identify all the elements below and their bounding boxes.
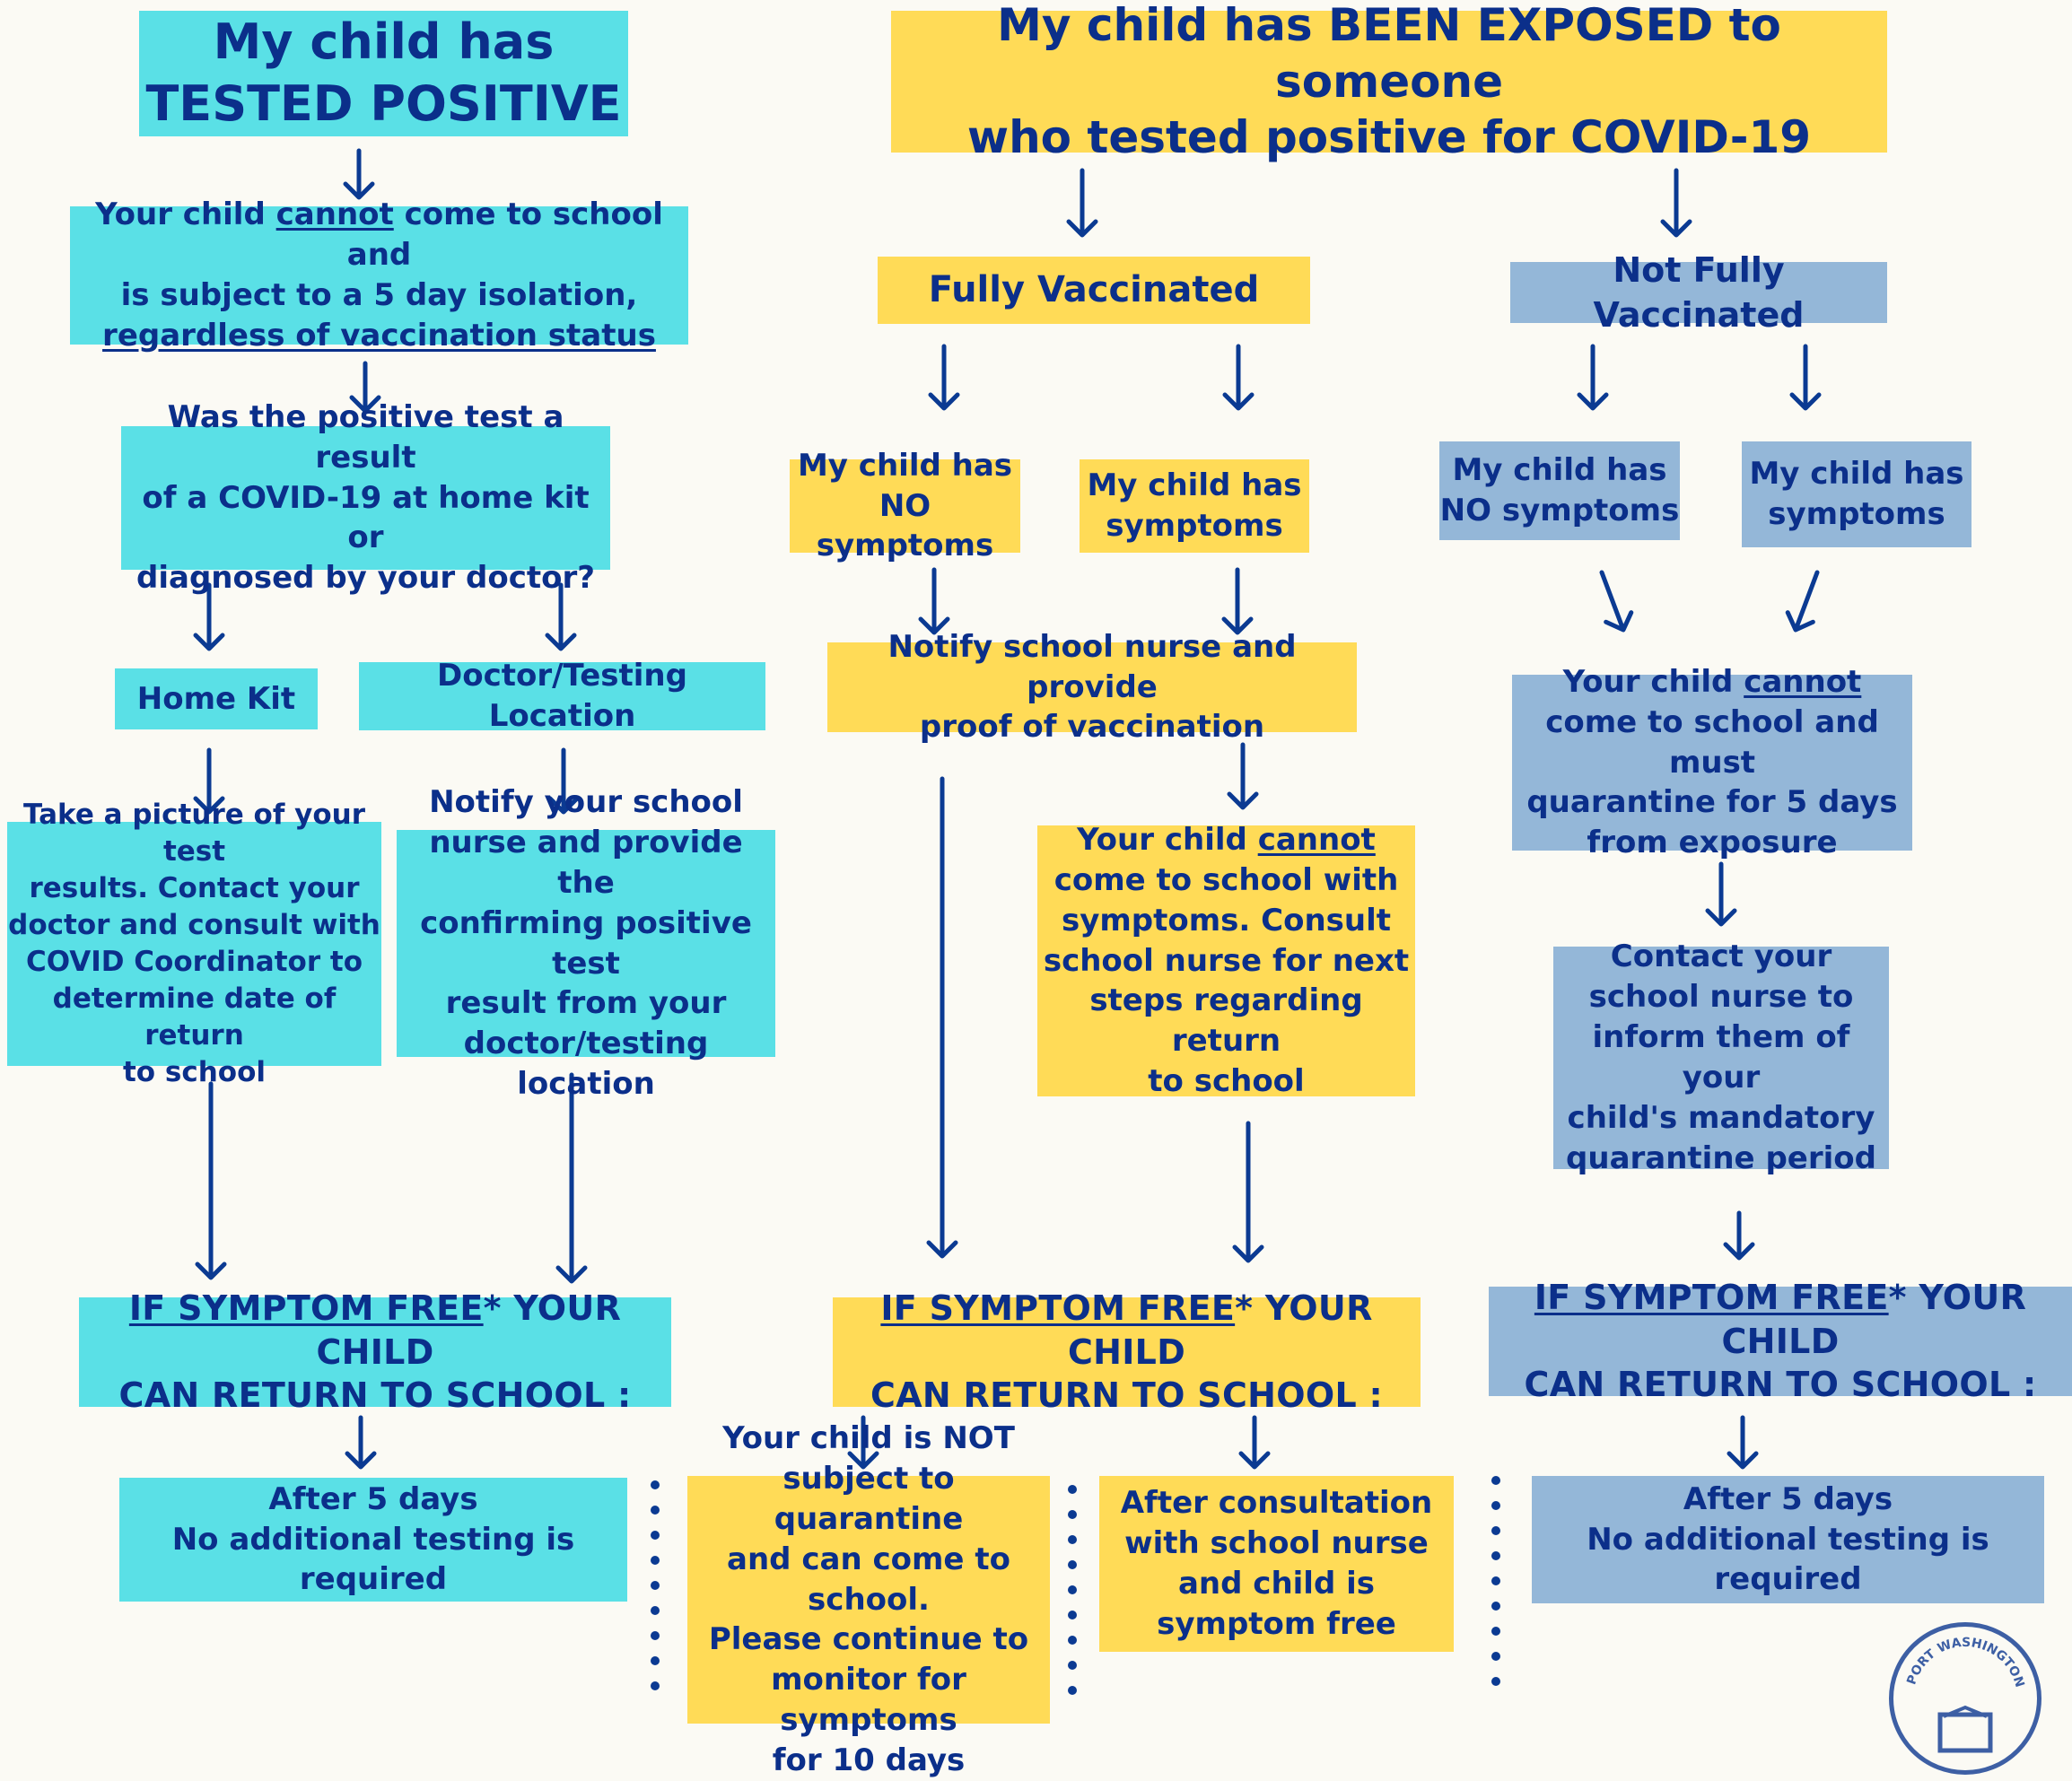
flow-arrow bbox=[345, 1415, 377, 1470]
doctor-testing-location-option: Doctor/Testing Location bbox=[359, 658, 765, 734]
positive-cannot-box: Your child cannot come to school and is … bbox=[70, 196, 688, 354]
separator-dot bbox=[651, 1581, 660, 1590]
positive-after-5-days: After 5 days No additional testing is re… bbox=[119, 1478, 627, 1602]
positive-return-to-school: IF SYMPTOM FREE* YOUR CHILD CAN RETURN T… bbox=[79, 1288, 671, 1415]
flow-arrow bbox=[1238, 1415, 1271, 1470]
vaccinated-no-symptoms: My child has NO symptoms bbox=[790, 448, 1020, 563]
flow-arrow bbox=[555, 1072, 588, 1284]
separator-dot bbox=[1491, 1602, 1500, 1611]
header-line: My child has bbox=[213, 13, 555, 71]
separator-dot bbox=[1491, 1501, 1500, 1510]
flow-arrow bbox=[349, 361, 381, 414]
exposed-header: My child has BEEN EXPOSED to someone who… bbox=[891, 0, 1887, 163]
separator-dot bbox=[1491, 1476, 1500, 1485]
flow-arrow bbox=[1599, 570, 1634, 633]
contact-school-nurse: Contact your school nurse to inform them… bbox=[1553, 939, 1889, 1176]
separator-dot bbox=[1068, 1661, 1077, 1670]
separator-dot bbox=[651, 1531, 660, 1540]
flow-arrow bbox=[343, 148, 375, 200]
separator-dot bbox=[1068, 1611, 1077, 1619]
separator-dot bbox=[651, 1656, 660, 1665]
separator-dot bbox=[1491, 1627, 1500, 1636]
unvaccinated-no-symptoms: My child has NO symptoms bbox=[1439, 441, 1680, 540]
separator-dot bbox=[651, 1631, 660, 1640]
unvaccinated-cannot-box: Your child cannot come to school and mus… bbox=[1512, 664, 1912, 860]
separator-dot bbox=[1491, 1551, 1500, 1560]
positive-test-question: Was the positive test a result of a COVI… bbox=[121, 399, 610, 596]
separator-dot bbox=[651, 1606, 660, 1615]
separator-dot bbox=[1068, 1535, 1077, 1544]
flow-arrow bbox=[847, 1415, 879, 1470]
separator-dot bbox=[651, 1480, 660, 1489]
separator-dot bbox=[1068, 1585, 1077, 1594]
flow-arrow bbox=[1785, 570, 1820, 633]
flow-arrow bbox=[1705, 861, 1737, 927]
vaccinated-cannot-box: Your child cannot come to school with sy… bbox=[1037, 822, 1415, 1099]
logo-seal-icon: PORT WASHINGTON bbox=[1904, 1636, 2027, 1753]
separator-dot bbox=[1068, 1485, 1077, 1494]
separator-dot bbox=[651, 1681, 660, 1690]
flow-arrow bbox=[1066, 168, 1098, 238]
flow-arrow bbox=[195, 1081, 227, 1280]
notify-proof-of-vaccination: Notify school nurse and provide proof of… bbox=[827, 629, 1357, 745]
fully-vaccinated-label: Fully Vaccinated bbox=[878, 257, 1310, 324]
tested-positive-header: My child has TESTED POSITIVE bbox=[139, 11, 628, 136]
flow-arrow bbox=[926, 776, 958, 1259]
home-kit-instructions: Take a picture of your test results. Con… bbox=[7, 799, 381, 1088]
unvaccinated-symptoms: My child has symptoms bbox=[1742, 441, 1971, 547]
port-washington-logo: PORT WASHINGTON bbox=[1889, 1622, 2041, 1775]
separator-dot bbox=[1491, 1526, 1500, 1535]
header-line: TESTED POSITIVE bbox=[145, 75, 622, 132]
flow-arrow bbox=[545, 582, 577, 651]
separator-dot bbox=[651, 1506, 660, 1515]
flow-arrows bbox=[193, 148, 1822, 1695]
flow-arrow bbox=[1227, 742, 1259, 810]
separator-dot bbox=[1068, 1510, 1077, 1519]
flow-arrow bbox=[1221, 567, 1254, 635]
svg-text:PORT WASHINGTON: PORT WASHINGTON bbox=[1904, 1636, 2026, 1689]
vaccinated-return-to-school: IF SYMPTOM FREE* YOUR CHILD CAN RETURN T… bbox=[833, 1288, 1421, 1415]
not-fully-vaccinated-label: Not Fully Vaccinated bbox=[1510, 250, 1887, 335]
doctor-instructions: Notify your school nurse and provide the… bbox=[397, 784, 775, 1102]
separator-dot bbox=[1491, 1652, 1500, 1661]
flow-arrow bbox=[1660, 168, 1692, 238]
separator-dot bbox=[651, 1556, 660, 1565]
flow-arrow bbox=[1232, 1121, 1264, 1263]
flow-arrow bbox=[193, 747, 225, 815]
flow-arrow bbox=[918, 567, 950, 635]
vaccination-status-note: regardless of vaccination status bbox=[102, 317, 656, 354]
flow-arrow bbox=[1727, 1415, 1759, 1470]
flow-arrow bbox=[1577, 344, 1609, 411]
not-subject-to-quarantine: Your child is NOT subject to quarantine … bbox=[687, 1420, 1050, 1778]
flow-arrow bbox=[1723, 1210, 1755, 1261]
separator-dot bbox=[1491, 1576, 1500, 1585]
separator-dot bbox=[1068, 1686, 1077, 1695]
unvaccinated-return-to-school: IF SYMPTOM FREE* YOUR CHILD CAN RETURN T… bbox=[1489, 1278, 2072, 1404]
vaccinated-symptoms: My child has symptoms bbox=[1080, 459, 1309, 553]
separator-dot bbox=[1491, 1677, 1500, 1686]
separator-dot bbox=[1068, 1636, 1077, 1645]
flow-arrow bbox=[193, 582, 225, 651]
separator-dot bbox=[1068, 1560, 1077, 1569]
flow-arrow bbox=[547, 747, 580, 815]
unvaccinated-after-5-days: After 5 days No additional testing is re… bbox=[1532, 1476, 2044, 1603]
flow-arrow bbox=[1789, 344, 1822, 411]
home-kit-option: Home Kit bbox=[115, 668, 318, 729]
flow-arrow bbox=[928, 344, 960, 411]
after-consultation: After consultation with school nurse and… bbox=[1099, 1476, 1454, 1652]
flow-arrow bbox=[1222, 344, 1255, 411]
